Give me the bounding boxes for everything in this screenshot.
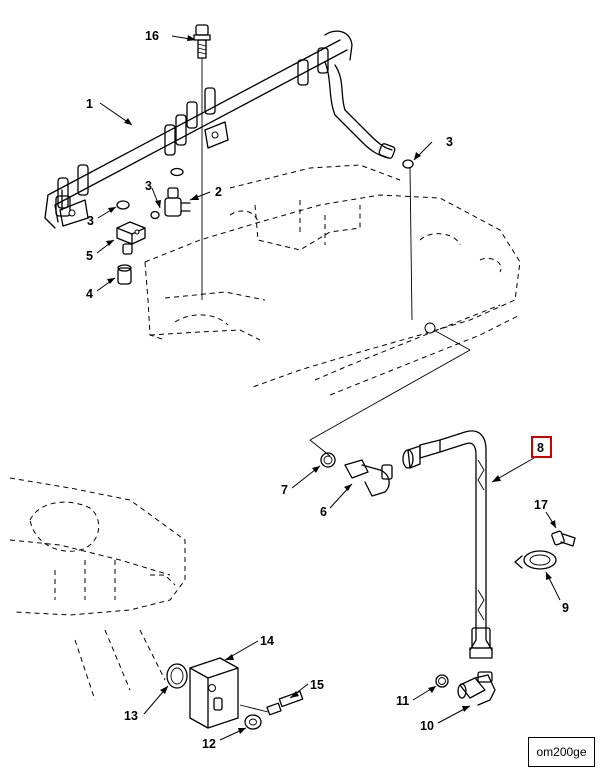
callout-14: 14: [260, 634, 274, 648]
part-17-screw: [551, 530, 576, 547]
part-1-fuel-manifold: [44, 30, 396, 229]
part-6-elbow-fitting: [344, 459, 393, 497]
part-10-elbow-fitting: [457, 671, 496, 706]
callout-6: 6: [320, 505, 327, 519]
callout-2: 2: [215, 185, 222, 199]
part-4-ferrule: [117, 264, 132, 285]
callout-8-highlighted: 8: [531, 436, 552, 458]
callout-3-center: 3: [145, 179, 152, 193]
part-13-seal: [166, 663, 188, 689]
engine-block-outline: [144, 164, 521, 396]
part-2-tee-fitting: [164, 187, 191, 217]
callout-4: 4: [86, 287, 93, 301]
leader-arrowheads: [106, 35, 556, 734]
callout-16: 16: [145, 29, 159, 43]
callout-11: 11: [396, 694, 409, 708]
callout-13: 13: [124, 709, 138, 723]
part-11-seal: [435, 674, 449, 688]
callout-labels: 1 16 3 3 3 2 5 4 7 6 17 9 11 10 14 15 13…: [86, 29, 569, 751]
callout-1: 1: [86, 97, 93, 111]
part-9-clamp: [514, 550, 557, 570]
part-7-seal: [320, 452, 336, 468]
figure-code-box: om200ge: [528, 737, 595, 767]
part-16-bolt: [193, 24, 211, 300]
callout-10: 10: [420, 719, 434, 733]
part-15-bolt: [239, 690, 304, 716]
callout-8-highlight-box: [531, 436, 552, 458]
part-3-seal-small: [150, 210, 160, 220]
part-8-fuel-line: [402, 430, 493, 659]
callout-3-right: 3: [446, 135, 453, 149]
lower-housing-outline: [9, 477, 186, 701]
callout-8: 8: [537, 441, 544, 455]
callout-5: 5: [86, 249, 93, 263]
callout-17: 17: [534, 498, 548, 512]
part-3-seal-upper: [116, 159, 414, 210]
part-12-washer: [244, 714, 262, 730]
figure-code: om200ge: [536, 745, 587, 759]
callout-15: 15: [310, 678, 324, 692]
connection-lines: [309, 167, 471, 457]
callout-7: 7: [281, 483, 288, 497]
callout-3-left: 3: [87, 214, 94, 228]
part-14-block: [189, 657, 239, 729]
part-5-connector: [116, 221, 146, 255]
callout-12: 12: [202, 737, 216, 751]
callout-9: 9: [562, 601, 569, 615]
